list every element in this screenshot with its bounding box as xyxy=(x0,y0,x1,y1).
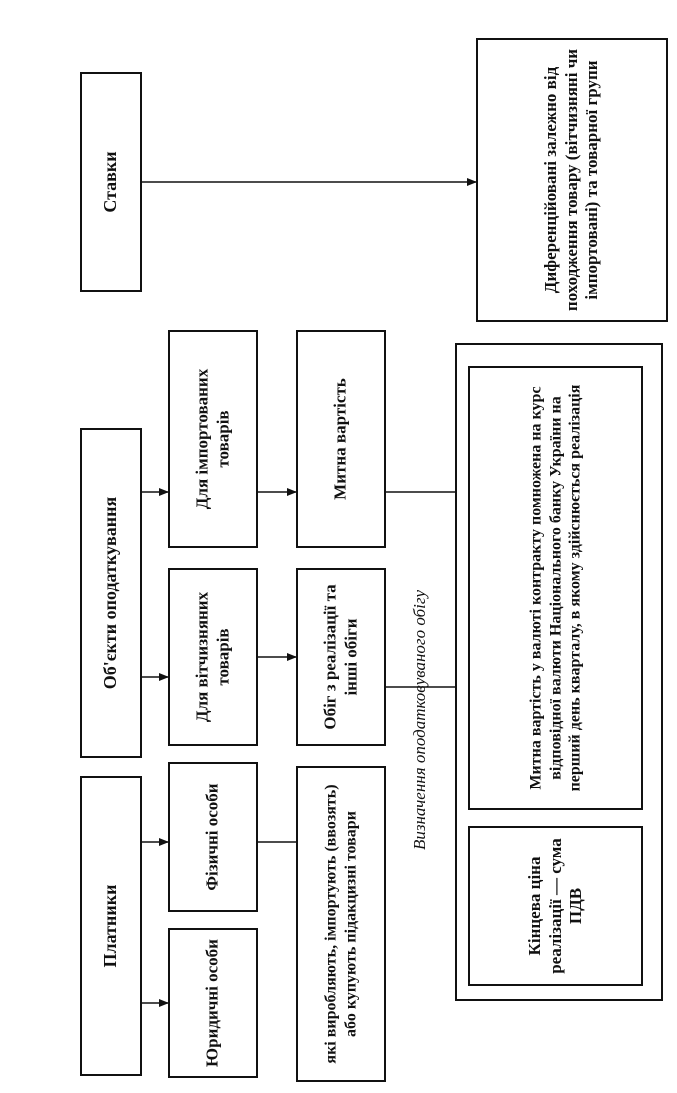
domestic-base-box: Обіг з реалізації та інші обіги xyxy=(296,568,386,746)
stavky-box: Ставки xyxy=(80,72,142,292)
determination-label: Визначення оподатковуваного обігу xyxy=(410,589,429,851)
stavky-description: Диференційовані залежно від походження т… xyxy=(540,48,602,312)
stavky-title: Ставки xyxy=(100,151,121,213)
customs-value-box: Митна вартість у валюті контракту помнож… xyxy=(468,366,643,810)
platnyky-note-box: які виробляють, імпортують (ввозять) або… xyxy=(296,766,386,1082)
customs-value-text: Митна вартість у валюті контракту помнож… xyxy=(527,384,584,792)
platnyky-box: Платники xyxy=(80,776,142,1076)
individuals-label: Фізичні особи xyxy=(202,783,222,891)
imported-base: Митна вартість xyxy=(330,378,350,500)
objects-title: Об'єкти оподаткування xyxy=(100,496,121,690)
final-price-text: Кінцева ціна реалізації — сума ПДВ xyxy=(524,838,585,974)
imported-box: Для імпортованих товарів xyxy=(168,330,258,548)
objects-box: Об'єкти оподаткування xyxy=(80,428,142,758)
domestic-label: Для вітчизняних товарів xyxy=(192,591,232,723)
domestic-base: Обіг з реалізації та інші обіги xyxy=(320,584,360,730)
platnyky-title: Платники xyxy=(100,884,121,968)
stavky-description-box: Диференційовані залежно від походження т… xyxy=(476,38,668,322)
platnyky-note: які виробляють, імпортують (ввозять) або… xyxy=(322,784,359,1064)
final-price-box: Кінцева ціна реалізації — сума ПДВ xyxy=(468,826,643,986)
determination-container: Митна вартість у валюті контракту помнож… xyxy=(455,343,663,1001)
imported-base-box: Митна вартість xyxy=(296,330,386,548)
legal-label: Юридичні особи xyxy=(202,939,222,1067)
domestic-box: Для вітчизняних товарів xyxy=(168,568,258,746)
imported-label: Для імпортованих товарів xyxy=(192,368,232,510)
individuals-box: Фізичні особи xyxy=(168,762,258,912)
legal-box: Юридичні особи xyxy=(168,928,258,1078)
